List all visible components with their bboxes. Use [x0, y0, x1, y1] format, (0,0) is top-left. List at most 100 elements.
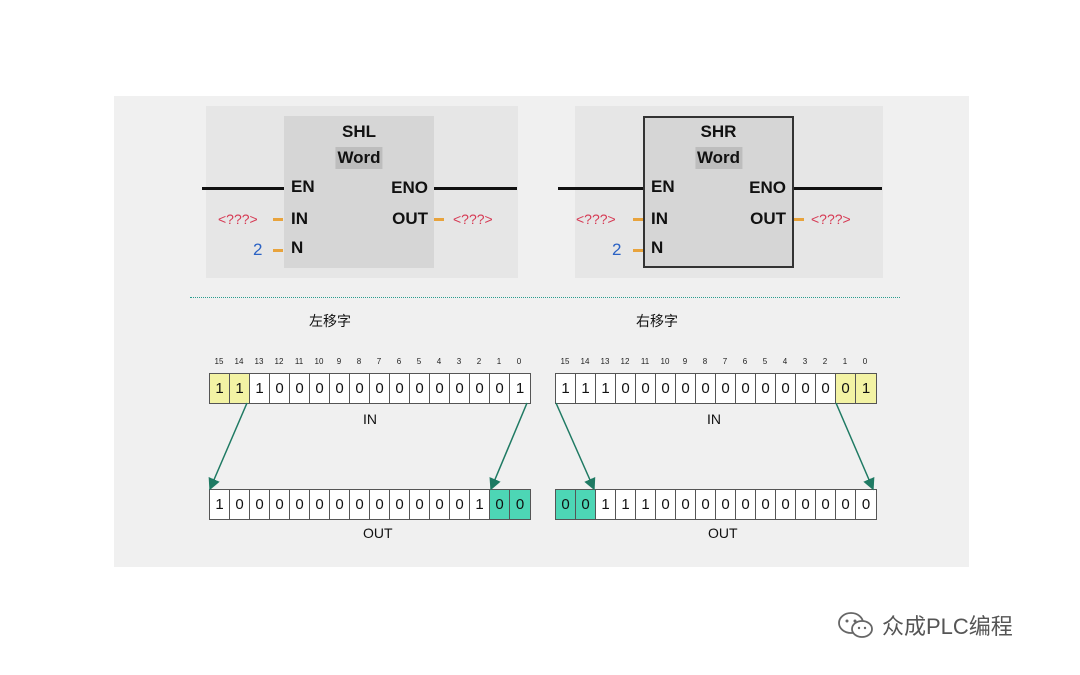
bit-cell: 0 [370, 374, 390, 403]
bit-cell: 0 [816, 490, 836, 519]
bit-cell: 0 [490, 374, 510, 403]
shr-n-value[interactable]: 2 [612, 240, 622, 259]
bit-cell: 0 [350, 374, 370, 403]
separator-line [190, 297, 900, 298]
bit-number-label: 7 [722, 357, 728, 366]
shr-caption: 右移字 [636, 313, 678, 329]
bit-cell: 0 [330, 490, 350, 519]
shl-n-stub [273, 249, 283, 252]
bit-number-label: 11 [294, 357, 304, 366]
shl-in-label: IN [363, 411, 377, 427]
bit-number-label: 1 [496, 357, 502, 366]
shr-n-stub [633, 249, 643, 252]
shl-out-label: OUT [363, 525, 393, 541]
shl-type: Word [335, 147, 383, 169]
bit-number-label: 5 [762, 357, 768, 366]
bit-cell: 0 [796, 490, 816, 519]
bit-number-label: 2 [476, 357, 482, 366]
shl-in-stub [273, 218, 283, 221]
bit-cell: 0 [636, 374, 656, 403]
shl-eno-wire [433, 187, 517, 190]
bit-cell: 0 [330, 374, 350, 403]
bit-cell: 0 [861, 496, 871, 513]
shl-en-wire [202, 187, 284, 190]
shr-eno-pin: ENO [749, 178, 786, 197]
shl-out-pin: OUT [392, 209, 428, 228]
bit-number-label: 3 [802, 357, 808, 366]
bit-cell: 0 [616, 374, 636, 403]
shr-in-param[interactable]: <???> [576, 211, 616, 227]
shr-out-stub [794, 218, 804, 221]
shl-in-param[interactable]: <???> [218, 211, 258, 227]
bit-number-label: 13 [254, 357, 264, 366]
bit-cell: 0 [676, 374, 696, 403]
bit-cell: 0 [450, 374, 470, 403]
bit-number-label: 10 [314, 357, 324, 366]
bit-cell: 0 [756, 374, 776, 403]
shl-caption: 左移字 [309, 313, 351, 329]
bit-cell: 0 [776, 374, 796, 403]
bit-cell: 1 [210, 490, 230, 519]
bit-cell: 0 [290, 374, 310, 403]
bit-number-label: 4 [782, 357, 788, 366]
bit-cell: 0 [270, 374, 290, 403]
bit-number-label: 12 [274, 357, 284, 366]
bit-number-label: 2 [822, 357, 828, 366]
bit-cell: 1 [596, 490, 616, 519]
bit-cell: 1 [636, 490, 656, 519]
bit-cell: 0 [230, 490, 250, 519]
bit-cell: 0 [696, 374, 716, 403]
shl-out-param[interactable]: <???> [453, 211, 493, 227]
shr-out-label: OUT [708, 525, 738, 541]
bit-number-label: 6 [396, 357, 402, 366]
shl-eno-pin: ENO [391, 178, 428, 197]
bit-number-label: 9 [682, 357, 688, 366]
bit-cell: 1 [250, 374, 270, 403]
bit-cell: 1 [230, 374, 250, 403]
bit-cell: 0 [576, 490, 596, 519]
shr-in-label: IN [707, 411, 721, 427]
bit-number-label: 5 [416, 357, 422, 366]
bit-number-label: 6 [742, 357, 748, 366]
bit-cell: 1 [856, 374, 876, 403]
shl-in-pin: IN [291, 209, 308, 228]
bit-number-label: 8 [702, 357, 708, 366]
bit-cell: 1 [470, 490, 490, 519]
bit-cell: 0 [410, 374, 430, 403]
bit-cell: 0 [390, 490, 410, 519]
bit-cell: 0 [716, 490, 736, 519]
shl-n-value[interactable]: 2 [253, 240, 263, 259]
bit-cell: 0 [656, 490, 676, 519]
watermark: 众成PLC编程 [836, 609, 1013, 641]
bit-cell: 0 [816, 374, 836, 403]
bit-cell: 1 [576, 374, 596, 403]
bit-cell: 0 [736, 374, 756, 403]
bit-cell: 1 [515, 380, 525, 397]
shl-out-stub [434, 218, 444, 221]
bit-number-label: 10 [660, 357, 670, 366]
shl-block[interactable]: SHL Word EN ENO IN OUT N [284, 116, 434, 268]
shr-en-wire [558, 187, 644, 190]
bit-cell: 0 [350, 490, 370, 519]
bit-number-label: 0 [862, 357, 868, 366]
bit-cell: 0 [470, 374, 490, 403]
wechat-icon [838, 612, 873, 638]
bit-number-label: 9 [336, 357, 342, 366]
bit-number-label: 14 [580, 357, 590, 366]
shr-out-param[interactable]: <???> [811, 211, 851, 227]
bit-number-label: 7 [376, 357, 382, 366]
bit-cell: 0 [696, 490, 716, 519]
bit-cell: 1 [596, 374, 616, 403]
shr-block[interactable]: SHR Word EN ENO IN OUT N [643, 116, 794, 268]
bit-cell: 0 [310, 490, 330, 519]
bit-cell: 0 [836, 490, 856, 519]
bit-number-label: 14 [234, 357, 244, 366]
bit-number-label: 1 [842, 357, 848, 366]
bit-cell: 0 [490, 490, 510, 519]
bit-cell: 0 [450, 490, 470, 519]
bit-number-label: 0 [516, 357, 522, 366]
bit-cell: 0 [430, 490, 450, 519]
